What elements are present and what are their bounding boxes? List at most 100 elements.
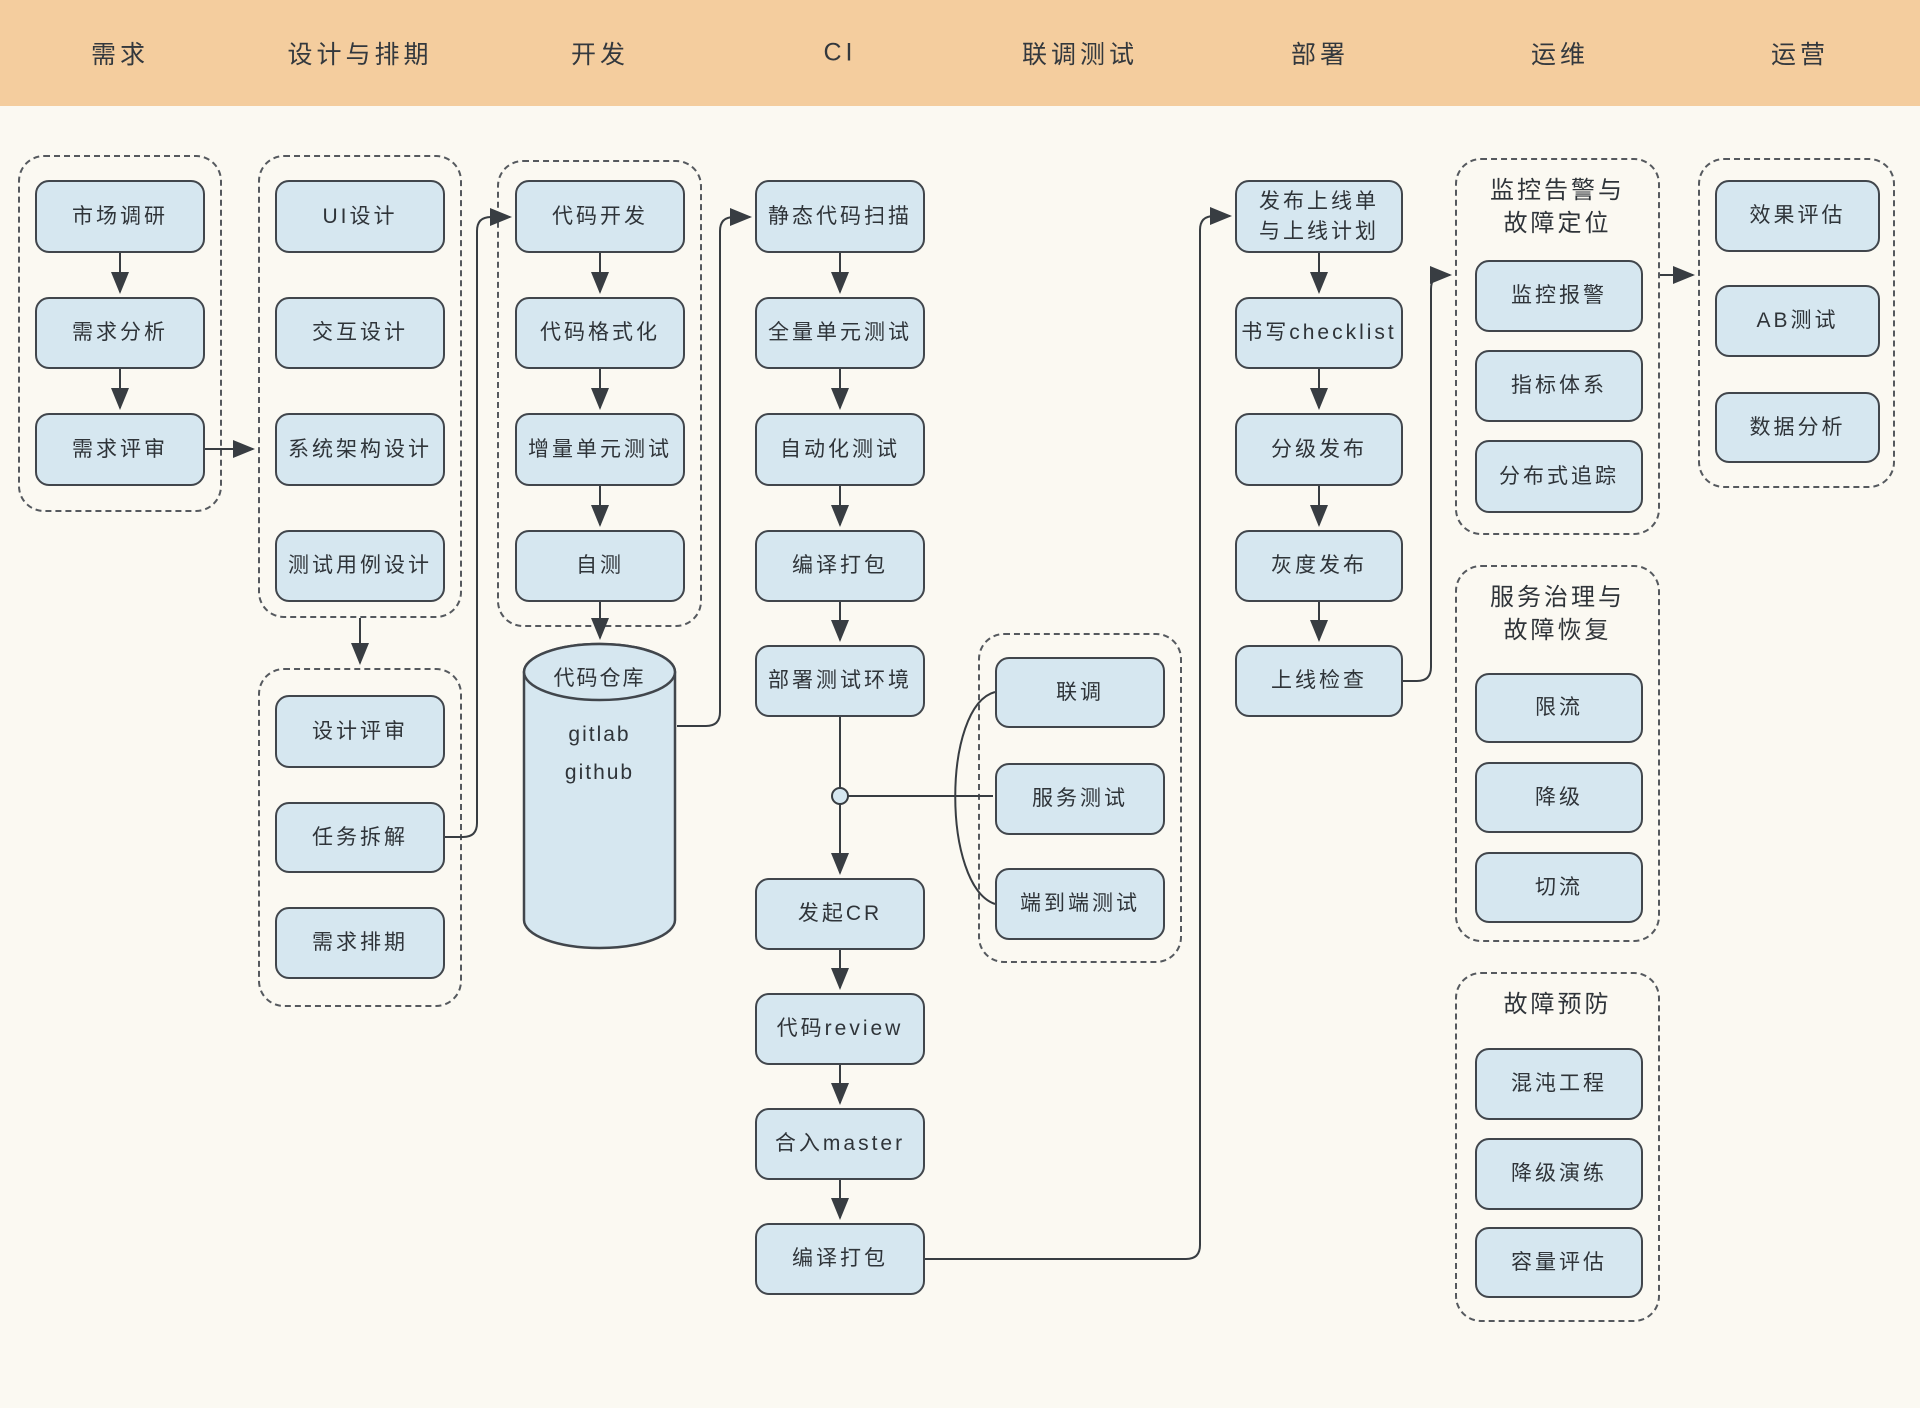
downgrade-label: 降级	[1535, 785, 1583, 809]
gray-release-label: 灰度发布	[1271, 554, 1367, 577]
end-to-end-test-label: 端到端测试	[1020, 892, 1140, 915]
node-design-review: 设计评审	[275, 695, 445, 768]
node-chaos-engineering: 混沌工程	[1475, 1048, 1643, 1120]
junction-dot	[831, 787, 849, 805]
node-code-repository: 代码仓库 gitlab github	[522, 642, 677, 950]
distributed-tracing-label: 分布式追踪	[1499, 464, 1619, 488]
fault-prevention-group-title-line: 故障预防	[1503, 991, 1612, 1018]
node-requirement-analysis: 需求分析	[35, 297, 205, 369]
node-code-development: 代码开发	[515, 180, 685, 253]
service-governance-group-title-line: 故障恢复	[1503, 617, 1612, 644]
node-metric-system: 指标体系	[1475, 350, 1643, 422]
task-breakdown-label: 任务拆解	[312, 825, 408, 849]
write-checklist-label: 书写checklist	[1241, 321, 1397, 344]
node-ui-design: UI设计	[275, 180, 445, 253]
test-case-design-label: 测试用例设计	[288, 554, 432, 577]
online-check-label: 上线检查	[1271, 669, 1367, 692]
code-review-label: 代码review	[776, 1017, 904, 1040]
node-write-checklist: 书写checklist	[1235, 297, 1403, 369]
code-repository-label-line: 代码仓库	[553, 667, 646, 690]
ui-design-label: UI设计	[322, 204, 398, 228]
release-plan-label: 发布上线单	[1259, 189, 1379, 213]
node-capacity-evaluation: 容量评估	[1475, 1227, 1643, 1298]
code-formatting-label: 代码格式化	[540, 321, 660, 344]
node-monitor-alarm: 监控报警	[1475, 260, 1643, 332]
column-title-deployment: 部署	[1290, 41, 1350, 69]
design-main-group	[258, 155, 462, 618]
edge-test-bracket	[954, 691, 996, 905]
node-incremental-unit-test: 增量单元测试	[515, 413, 685, 486]
fault-prevention-group: 故障预防	[1455, 972, 1660, 1322]
joint-debugging-label: 联调	[1056, 680, 1104, 704]
fault-prevention-group-title: 故障预防	[1457, 988, 1658, 1021]
column-title-design-scheduling: 设计与排期	[287, 41, 433, 69]
requirements-group	[18, 155, 222, 512]
column-title-requirements: 需求	[90, 41, 150, 69]
interaction-design-label: 交互设计	[312, 321, 408, 344]
node-downgrade: 降级	[1475, 762, 1643, 833]
ab-test-label: AB测试	[1756, 309, 1839, 332]
node-requirement-review: 需求评审	[35, 413, 205, 486]
build-package-final-label: 编译打包	[792, 1247, 888, 1270]
build-package-ci-label: 编译打包	[792, 554, 888, 577]
incremental-unit-test-label: 增量单元测试	[528, 437, 672, 461]
node-end-to-end-test: 端到端测试	[995, 868, 1165, 940]
system-architecture-design-label: 系统架构设计	[288, 437, 432, 461]
monitor-alarm-label: 监控报警	[1511, 284, 1607, 307]
deploy-test-env-label: 部署测试环境	[768, 669, 912, 692]
self-test-label: 自测	[576, 554, 624, 577]
node-distributed-tracing: 分布式追踪	[1475, 440, 1643, 513]
service-governance-group: 服务治理与故障恢复	[1455, 565, 1660, 942]
node-market-research: 市场调研	[35, 180, 205, 253]
node-static-code-scan: 静态代码扫描	[755, 180, 925, 253]
column-title-business-operations: 运营	[1770, 41, 1830, 69]
data-analysis-label: 数据分析	[1749, 415, 1846, 439]
code-repository-label-line: github	[564, 761, 635, 784]
monitor-alert-group-title-line: 故障定位	[1503, 210, 1612, 237]
node-test-case-design: 测试用例设计	[275, 530, 445, 602]
market-research-label: 市场调研	[72, 204, 168, 228]
requirement-scheduling-label: 需求排期	[312, 931, 408, 954]
node-gray-release: 灰度发布	[1235, 530, 1403, 602]
create-cr-label: 发起CR	[797, 902, 883, 925]
integration-test-group	[978, 633, 1182, 963]
node-release-plan: 发布上线单与上线计划	[1235, 180, 1403, 253]
automated-test-label: 自动化测试	[780, 437, 900, 461]
monitor-alert-group-title: 监控告警与故障定位	[1457, 174, 1658, 240]
edge-onlinecheck-to-monitor-group	[1403, 266, 1452, 682]
effect-evaluation-label: 效果评估	[1749, 204, 1846, 227]
node-build-package-final: 编译打包	[755, 1223, 925, 1295]
node-ab-test: AB测试	[1715, 285, 1880, 357]
node-code-formatting: 代码格式化	[515, 297, 685, 369]
node-effect-evaluation: 效果评估	[1715, 180, 1880, 252]
rate-limiting-label: 限流	[1535, 696, 1583, 719]
node-staged-release: 分级发布	[1235, 413, 1403, 486]
traffic-switch-label: 切流	[1535, 875, 1583, 899]
service-governance-group-title-line: 服务治理与	[1490, 584, 1625, 611]
database-cylinder-icon	[522, 642, 677, 950]
full-unit-test-label: 全量单元测试	[768, 321, 912, 344]
node-downgrade-drill: 降级演练	[1475, 1138, 1643, 1210]
column-title-integration-testing: 联调测试	[1021, 41, 1139, 69]
staged-release-label: 分级发布	[1271, 437, 1367, 461]
release-plan-label: 与上线计划	[1259, 219, 1379, 243]
node-traffic-switch: 切流	[1475, 852, 1643, 923]
node-deploy-test-env: 部署测试环境	[755, 645, 925, 717]
capacity-evaluation-label: 容量评估	[1511, 1250, 1607, 1274]
node-interaction-design: 交互设计	[275, 297, 445, 369]
column-title-operations-maintenance: 运维	[1530, 41, 1590, 69]
node-automated-test: 自动化测试	[755, 413, 925, 486]
edge-task-breakdown-to-code-dev	[445, 208, 512, 838]
metric-system-label: 指标体系	[1511, 374, 1607, 397]
monitor-alert-group-title-line: 监控告警与	[1490, 177, 1625, 204]
node-code-review: 代码review	[755, 993, 925, 1065]
code-repository-label-line: gitlab	[568, 723, 631, 746]
node-task-breakdown: 任务拆解	[275, 802, 445, 873]
column-title-ci: CI	[823, 38, 857, 67]
node-online-check: 上线检查	[1235, 645, 1403, 717]
merge-master-label: 合入master	[774, 1132, 906, 1155]
